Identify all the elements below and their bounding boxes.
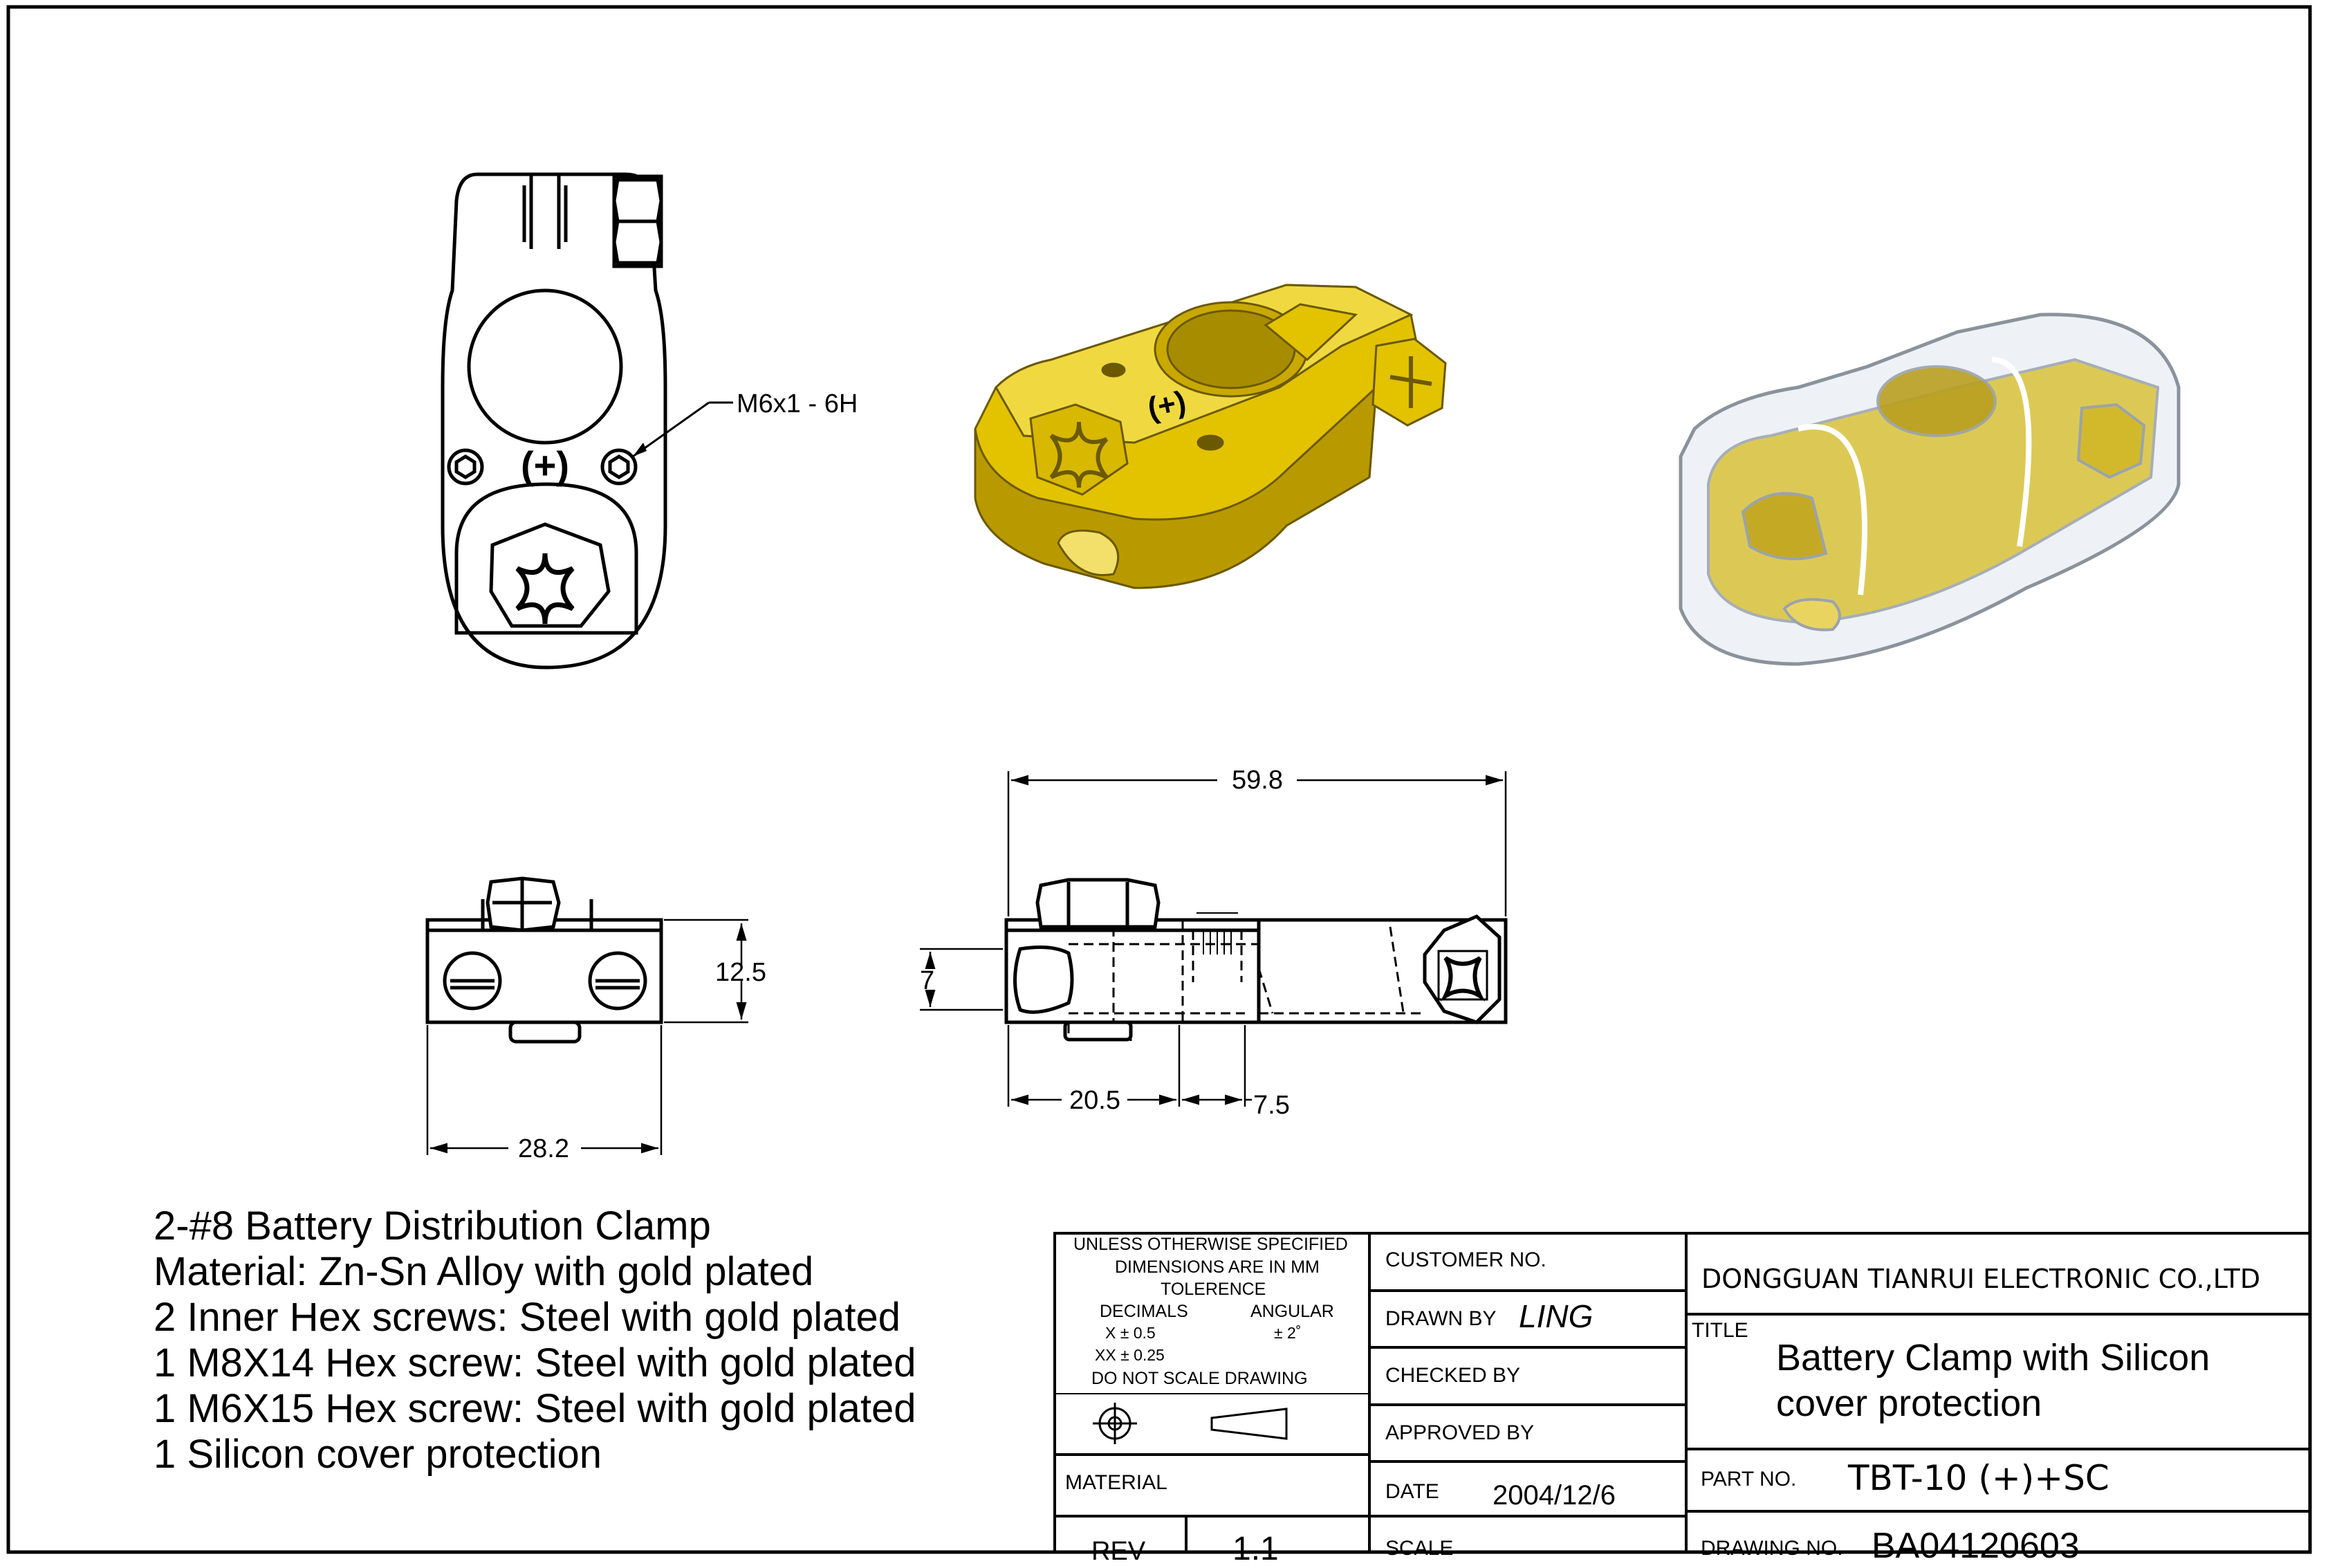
customer-label: CUSTOMER NO. [1385,1248,1546,1271]
drawn-by-label: DRAWN BY [1385,1307,1497,1330]
polarity-mark: (+) [521,443,569,487]
front-view [425,876,663,1044]
no-scale-note: DO NOT SCALE DRAWING [1091,1369,1308,1388]
dim-front-height: 12.5 [715,958,766,987]
drawing-no-label: DRAWING NO. [1701,1537,1843,1560]
isometric-clamp-render [974,284,1447,589]
xx-tolerance: XX ± 0.25 [1095,1346,1165,1364]
side-view-hidden-lines [1067,919,1425,1041]
note-line: 2 Inner Hex screws: Steel with gold plat… [154,1295,900,1340]
side-dimensions [920,771,1507,1107]
rev-value: 1.1 [1232,1531,1279,1567]
decimals-label: DECIMALS [1100,1302,1188,1321]
iso-polarity-mark: (+) [1145,385,1189,425]
tolerance-line3: TOLERENCE [1161,1280,1266,1299]
part-no-value: TBT-10 (+)+SC [1848,1458,2109,1498]
dim-hole-height: 7 [920,966,934,995]
material-notes: 2-#8 Battery Distribution Clamp Material… [154,1203,916,1477]
thread-callout-leader [632,401,710,458]
drawing-title-line2: cover protection [1776,1383,2042,1424]
date-value: 2004/12/6 [1493,1480,1616,1511]
angular-tolerance: ± 2˚ [1274,1324,1302,1342]
title-label: TITLE [1692,1319,1748,1342]
projection-symbol [1093,1403,1288,1444]
part-no-label: PART NO. [1701,1468,1797,1491]
company-name: DONGGUAN TIANRUI ELECTRONIC CO.,LTD [1701,1264,2261,1294]
dim-front-width: 28.2 [518,1134,569,1163]
tolerance-line1: UNLESS OTHERWISE SPECIFIED [1073,1235,1348,1254]
note-line: 1 M6X15 Hex screw: Steel with gold plate… [154,1386,916,1431]
side-view [1004,878,1508,1042]
note-line: 1 M8X14 Hex screw: Steel with gold plate… [154,1340,916,1385]
dim-overall-length: 59.8 [1232,766,1283,795]
side-view-thread-detail [1197,912,1238,954]
dim-offset-a: 20.5 [1069,1086,1120,1115]
front-dimensions [426,919,748,1155]
drawing-title-line1: Battery Clamp with Silicon [1776,1337,2210,1378]
dim-offset-b: 7.5 [1253,1091,1290,1120]
note-line: 2-#8 Battery Distribution Clamp [154,1203,711,1248]
top-view [441,172,667,670]
tolerance-line2: DIMENSIONS ARE IN MM [1115,1257,1320,1277]
drawing-no-value: BA04120603 [1872,1526,2080,1566]
date-label: DATE [1385,1480,1439,1503]
drawn-by-value: LING [1519,1298,1593,1334]
angular-label: ANGULAR [1250,1302,1334,1321]
scale-label: SCALE [1385,1537,1454,1560]
title-block-grid [1053,1232,2311,1553]
rev-label: REV [1091,1537,1146,1566]
note-line: 1 Silicon cover protection [154,1432,602,1477]
approved-by-label: APPROVED BY [1385,1421,1535,1444]
thread-callout: M6x1 - 6H [737,389,858,418]
note-line: Material: Zn-Sn Alloy with gold plated [154,1249,814,1294]
x-tolerance: X ± 0.5 [1105,1324,1156,1342]
material-label: MATERIAL [1065,1471,1167,1494]
silicone-cover-render [1679,313,2181,666]
checked-by-label: CHECKED BY [1385,1364,1521,1387]
